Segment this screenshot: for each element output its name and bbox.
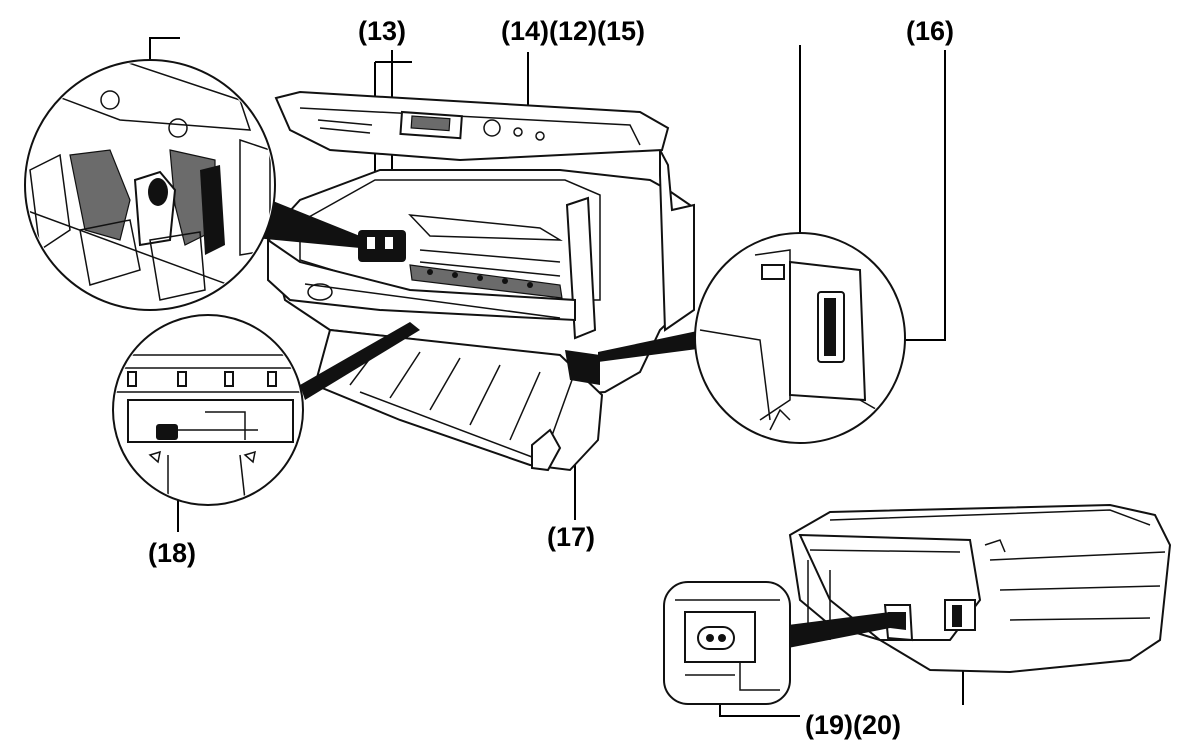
power-connector-zoom-box bbox=[663, 581, 890, 705]
printer-rear-illustration bbox=[788, 503, 1172, 674]
callout-14-12-15: (14)(12)(15) bbox=[501, 16, 645, 46]
callout-13: (13) bbox=[358, 16, 406, 46]
callout-17: (17) bbox=[547, 522, 595, 552]
callout-16: (16) bbox=[906, 16, 954, 46]
printer-front-illustration bbox=[266, 90, 695, 472]
print-head-zoom-circle bbox=[24, 59, 360, 311]
callout-19-20: (19)(20) bbox=[805, 710, 901, 740]
callout-18: (18) bbox=[148, 538, 196, 568]
paper-lever-zoom-circle bbox=[112, 314, 420, 506]
